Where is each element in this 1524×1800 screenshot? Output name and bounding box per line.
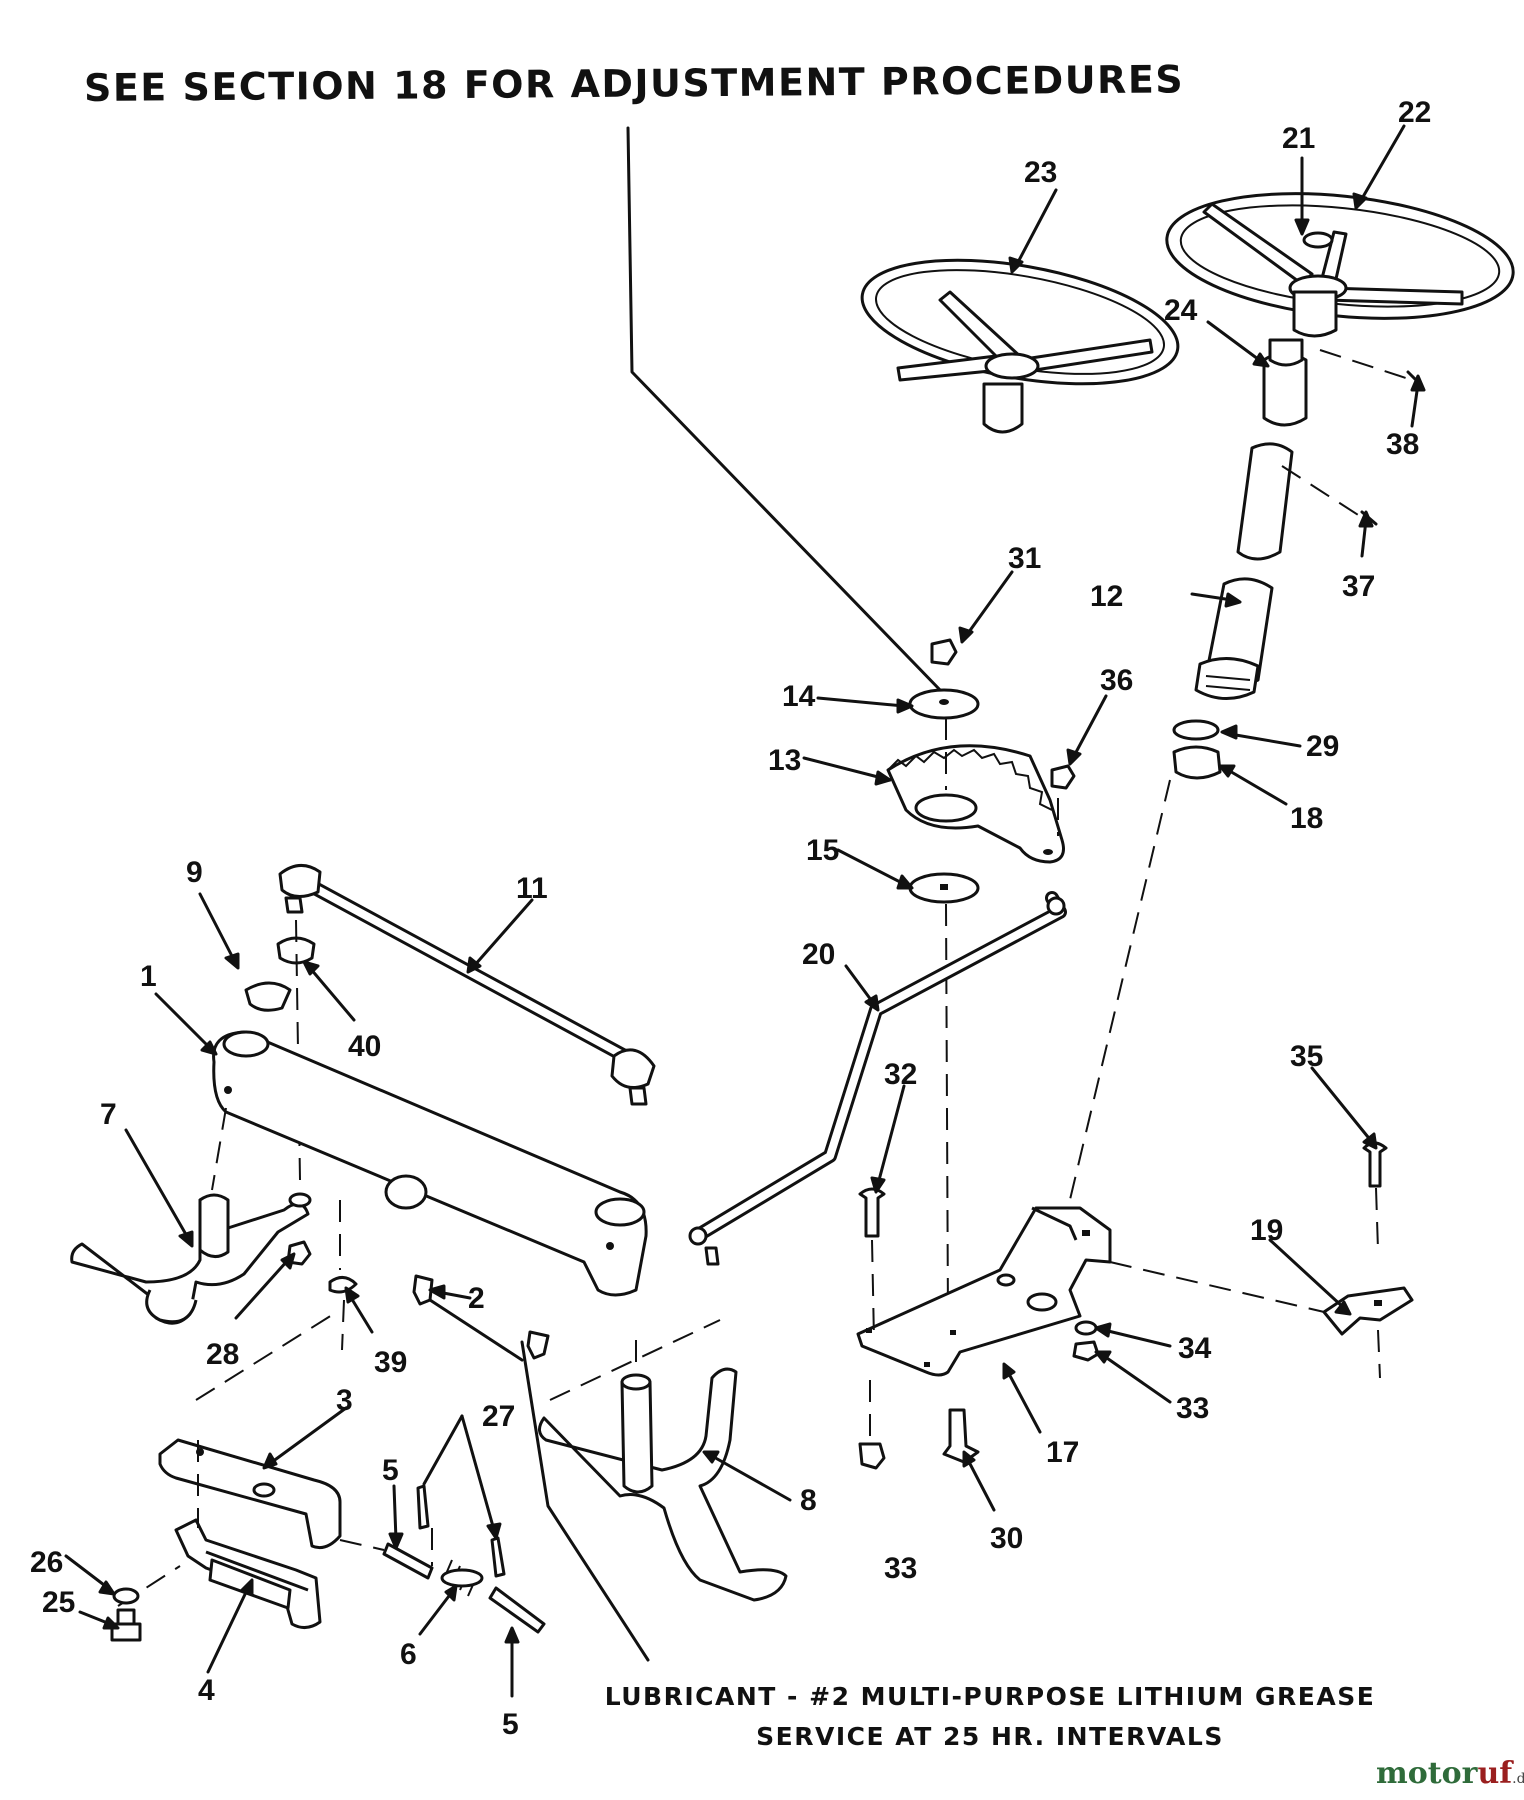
callout-22: 22 <box>1398 96 1431 129</box>
washer-26 <box>112 1587 140 1605</box>
callout-8: 8 <box>800 1484 817 1517</box>
lubricant-note: LUBRICANT - #2 MULTI-PURPOSE LITHIUM GRE… <box>604 1682 1376 1711</box>
sector-gear-13 <box>886 744 1065 864</box>
callout-24: 24 <box>1164 294 1198 327</box>
grease-fitting-2a <box>412 1274 434 1306</box>
callout-18: 18 <box>1290 802 1323 835</box>
steering-bracket-17 <box>856 1206 1112 1377</box>
grease-fitting-2b <box>526 1330 550 1360</box>
nut-39 <box>328 1276 358 1294</box>
callout-13: 13 <box>768 744 801 777</box>
callout-38: 38 <box>1386 428 1419 461</box>
callout-35: 35 <box>1290 1040 1323 1073</box>
clip-19 <box>1322 1286 1414 1336</box>
callout-17: 17 <box>1046 1436 1079 1469</box>
callout-15: 15 <box>806 834 839 867</box>
callout-26: 26 <box>30 1546 63 1579</box>
callout-1: 1 <box>140 960 157 993</box>
service-interval-note: SERVICE AT 25 HR. INTERVALS <box>756 1722 1224 1751</box>
callout-37: 37 <box>1342 570 1375 603</box>
nut-33-lower <box>858 1442 886 1470</box>
callout-3: 3 <box>336 1384 353 1417</box>
steering-shaft-12 <box>1194 338 1308 700</box>
cap-21 <box>1302 231 1334 249</box>
bolt-30 <box>942 1408 980 1464</box>
pin-27-a <box>416 1484 430 1530</box>
nut-36 <box>1050 764 1076 790</box>
callout-25: 25 <box>42 1586 75 1619</box>
callout-21: 21 <box>1282 122 1315 155</box>
callout-2: 2 <box>468 1282 485 1315</box>
watermark-part-1: motor <box>1376 1756 1478 1791</box>
pivot-4 <box>174 1518 322 1629</box>
bushing-18 <box>1172 745 1222 780</box>
callout-6: 6 <box>400 1638 417 1671</box>
tie-rod-11 <box>278 864 656 1106</box>
callout-30: 30 <box>990 1522 1023 1555</box>
callout-33-right: 33 <box>1176 1392 1209 1425</box>
callout-19: 19 <box>1250 1214 1283 1247</box>
washer-40 <box>276 936 316 965</box>
callout-5-upper: 5 <box>382 1454 399 1487</box>
callout-20: 20 <box>802 938 835 971</box>
steering-wheel-22 <box>1165 192 1515 338</box>
callout-4: 4 <box>198 1674 215 1707</box>
pin-5-upper <box>382 1542 434 1580</box>
callout-14: 14 <box>782 680 816 713</box>
lubricant-leader-line <box>520 1340 650 1662</box>
callout-32: 32 <box>884 1058 917 1091</box>
washer-29 <box>1172 719 1220 741</box>
pivot-bracket-3 <box>158 1438 342 1550</box>
callout-34: 34 <box>1178 1332 1212 1365</box>
watermark-logo: motoruf.de <box>1376 1756 1524 1791</box>
callout-7: 7 <box>100 1098 117 1131</box>
callout-27: 27 <box>482 1400 515 1433</box>
callout-29: 29 <box>1306 730 1339 763</box>
spring-6 <box>440 1559 484 1597</box>
callout-39: 39 <box>374 1346 407 1379</box>
nut-33-upper <box>1072 1340 1100 1362</box>
watermark-suffix: .de <box>1512 1771 1524 1787</box>
spindle-8 <box>538 1367 788 1602</box>
front-axle-1 <box>212 1030 648 1297</box>
watermark-part-2: uf <box>1477 1756 1513 1791</box>
clip-9 <box>244 981 292 1012</box>
callout-33-left: 33 <box>884 1552 917 1585</box>
pin-27-b <box>490 1536 506 1578</box>
bolt-32 <box>858 1187 886 1238</box>
callout-28: 28 <box>206 1338 239 1371</box>
callout-23: 23 <box>1024 156 1057 189</box>
callout-12: 12 <box>1090 580 1123 613</box>
heading-leader-line <box>626 126 944 694</box>
nut-31 <box>930 638 958 666</box>
callout-5-lower: 5 <box>502 1708 519 1741</box>
callout-36: 36 <box>1100 664 1133 697</box>
callout-9: 9 <box>186 856 203 889</box>
steering-wheel-23 <box>860 258 1180 434</box>
pin-5-lower <box>488 1586 546 1634</box>
callout-31: 31 <box>1008 542 1041 575</box>
callout-arrows <box>64 124 1426 1698</box>
washer-34 <box>1074 1320 1098 1336</box>
spindle-7 <box>70 1192 312 1325</box>
callout-11: 11 <box>516 872 548 905</box>
bolt-35 <box>1362 1141 1388 1188</box>
callout-40: 40 <box>348 1030 381 1063</box>
